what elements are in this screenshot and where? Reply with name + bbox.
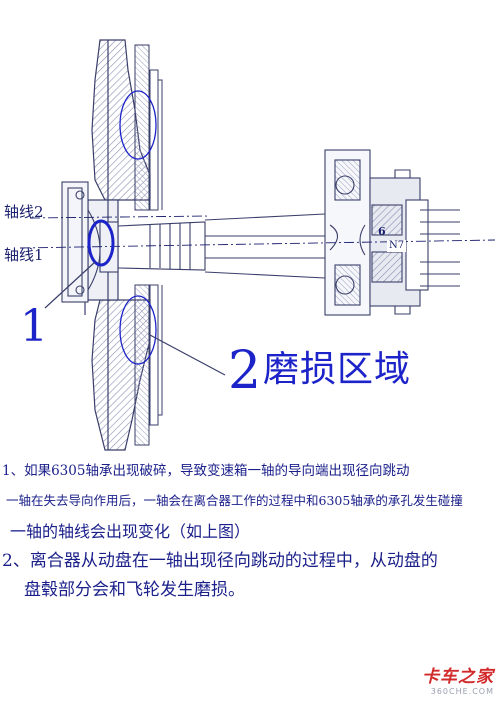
clutch-disc-stack <box>134 44 163 446</box>
callout-2-number: 2 <box>228 341 262 401</box>
watermark-main: 卡车之家 <box>422 667 494 687</box>
axis-lines <box>19 215 496 249</box>
callout-1: 1 <box>20 301 48 352</box>
note-line-1: 1、如果6305轴承出现破碎，导致变速箱一轴的导向端出现径向跳动 <box>2 463 410 479</box>
axis-label-2: 轴线2 <box>4 203 44 221</box>
axis-line-1 <box>19 239 496 249</box>
gearbox-section <box>324 149 460 316</box>
note-line-4: 2、离合器从动盘在一轴出现径向跳动的过程中，从动盘的 <box>2 551 438 571</box>
axis-line-2 <box>29 215 211 219</box>
bearing-pos-label: 6 <box>378 225 386 238</box>
site-watermark: 卡车之家 360CHE.COM <box>422 662 494 696</box>
pilot-bearing-hub <box>61 181 119 303</box>
note-line-3: 一轴的轴线会出现变化（如上图） <box>10 522 251 541</box>
note-line-2: 一轴在失去导向作用后，一轴会在离合器工作的过程中和6305轴承的承孔发生碰撞 <box>6 493 463 508</box>
note-line-5: 盘毂部分会和飞轮发生磨损。 <box>24 580 245 600</box>
axis-label-1: 轴线1 <box>4 246 44 264</box>
watermark-sub: 360CHE.COM <box>430 687 494 696</box>
annotation-marks <box>44 90 226 376</box>
bearing-code-label: N7 <box>387 240 407 252</box>
wear-zone-label: 磨损区域 <box>263 349 412 390</box>
